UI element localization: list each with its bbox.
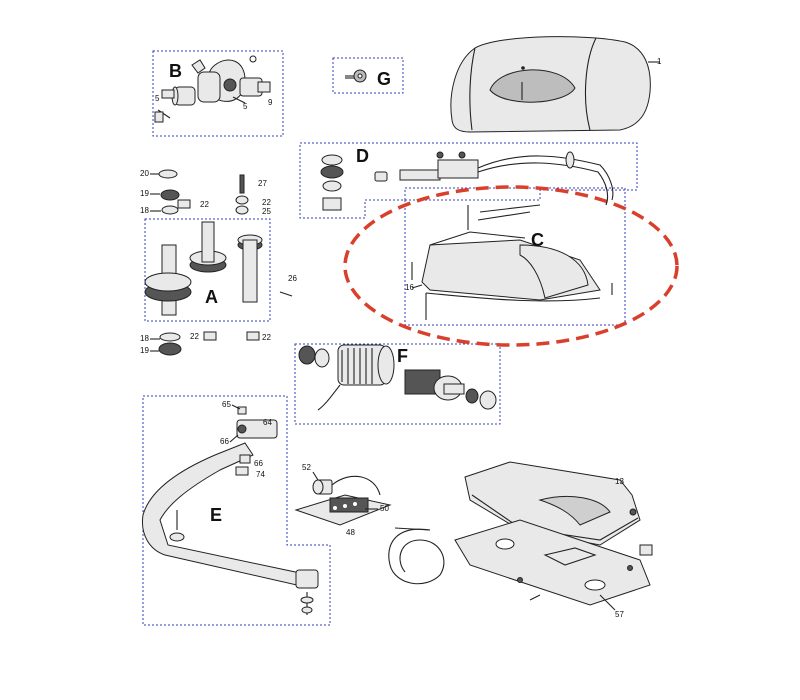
group-label-b: B (169, 61, 182, 81)
part-number-16: 16 (405, 283, 414, 292)
part-number-22d: 22 (262, 333, 271, 342)
part-number-22c: 22 (190, 332, 199, 341)
part-number-52: 52 (302, 463, 311, 472)
part-number-b-5b: 5 (243, 102, 248, 111)
part-number-26: 26 (288, 274, 297, 283)
part-number-b-5a: 5 (155, 94, 160, 103)
part-number-25: 25 (262, 207, 271, 216)
terminal-block-parts (294, 475, 445, 585)
part-number-66b: 66 (254, 459, 263, 468)
group-d-parts (320, 151, 614, 211)
base-housing-parts (454, 461, 653, 611)
key-part (345, 69, 367, 83)
part-number-64: 64 (263, 418, 272, 427)
cover-part (450, 36, 660, 133)
group-f-parts (298, 344, 497, 411)
group-box-f (294, 343, 501, 425)
part-number-74: 74 (256, 470, 265, 479)
group-label-c: C (531, 230, 544, 250)
part-number-27: 27 (258, 179, 267, 188)
group-c-parts (411, 204, 613, 320)
part-number-b-9: 9 (268, 98, 273, 107)
part-number-13: 13 (615, 477, 624, 486)
part-number-1: 1 (657, 57, 662, 66)
part-number-65: 65 (222, 400, 231, 409)
part-number-22a: 22 (200, 200, 209, 209)
group-box-a (144, 218, 271, 322)
part-number-22b: 22 (262, 198, 271, 207)
group-box-g (332, 57, 404, 94)
group-box-c (404, 187, 626, 326)
part-number-19a: 19 (140, 189, 149, 198)
group-label-a: A (205, 287, 218, 307)
group-box-e (142, 395, 331, 626)
leader-lines (150, 173, 423, 510)
part-number-66a: 66 (220, 437, 229, 446)
group-label-d: D (356, 146, 369, 166)
part-number-18b: 18 (140, 334, 149, 343)
part-number-18a: 18 (140, 206, 149, 215)
group-label-g: G (377, 69, 391, 89)
highlight-ellipse-c (343, 185, 679, 347)
group-a-parts (144, 169, 293, 356)
group-label-f: F (397, 346, 408, 366)
part-number-48: 48 (346, 528, 355, 537)
part-number-20: 20 (140, 169, 149, 178)
part-number-50: 50 (380, 504, 389, 513)
part-number-19b: 19 (140, 346, 149, 355)
part-number-57: 57 (615, 610, 624, 619)
group-box-d (299, 142, 638, 219)
group-e-parts (141, 406, 319, 615)
group-b-parts (154, 55, 271, 123)
group-label-e: E (210, 505, 222, 525)
group-box-b (152, 50, 284, 137)
